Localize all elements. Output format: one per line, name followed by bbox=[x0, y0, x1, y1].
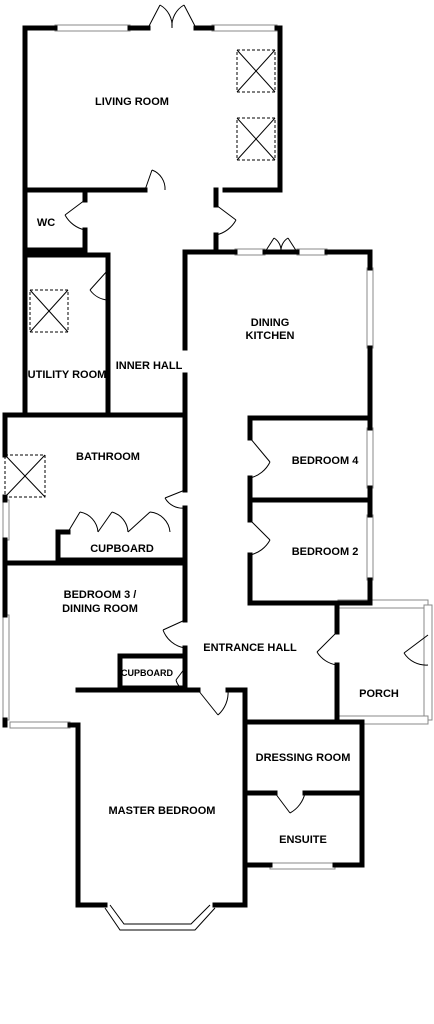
label-ensuite: ENSUITE bbox=[279, 834, 327, 846]
label-wc: WC bbox=[37, 217, 55, 229]
label-bedroom-2: BEDROOM 2 bbox=[292, 546, 359, 558]
label-utility-room: UTILITY ROOM bbox=[28, 369, 107, 381]
label-kitchen: KITCHEN bbox=[246, 330, 295, 342]
label-master-bedroom: MASTER BEDROOM bbox=[109, 805, 216, 817]
label-bedroom-3: BEDROOM 3 / bbox=[64, 589, 137, 601]
skylights bbox=[4, 49, 276, 498]
label-dining-room: DINING ROOM bbox=[62, 603, 138, 615]
label-living-room: LIVING ROOM bbox=[95, 96, 169, 108]
label-dining: DINING bbox=[251, 317, 290, 329]
label-dressing-room: DRESSING ROOM bbox=[256, 752, 351, 764]
room-labels: LIVING ROOM WC UTILITY ROOM INNER HALL D… bbox=[28, 96, 399, 846]
windows bbox=[2, 24, 433, 931]
doors bbox=[64, 4, 429, 814]
label-cupboard-small: CUPBOARD bbox=[121, 668, 174, 678]
label-porch: PORCH bbox=[359, 688, 399, 700]
label-inner-hall: INNER HALL bbox=[116, 360, 183, 372]
walls bbox=[2, 25, 373, 908]
label-bathroom: BATHROOM bbox=[76, 451, 140, 463]
label-cupboard-bathroom: CUPBOARD bbox=[90, 543, 154, 555]
label-entrance-hall: ENTRANCE HALL bbox=[203, 642, 297, 654]
label-bedroom-4: BEDROOM 4 bbox=[292, 455, 360, 467]
